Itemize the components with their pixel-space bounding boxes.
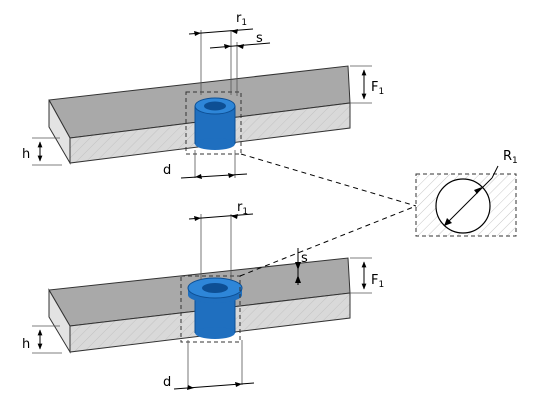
top-dim-f1 bbox=[350, 65, 372, 104]
top-bushing bbox=[194, 97, 236, 150]
top-bushing-bore bbox=[204, 101, 226, 111]
bottom-bushing bbox=[187, 277, 243, 339]
top-bushing-bottom bbox=[195, 138, 235, 150]
bottom-connector-line bbox=[239, 205, 417, 277]
bottom-label-d: d bbox=[163, 375, 171, 390]
top-connector-line bbox=[240, 153, 417, 207]
bottom-detail-frame bbox=[180, 275, 241, 343]
top-dim-s bbox=[209, 42, 271, 96]
bottom-dim-f1 bbox=[350, 257, 372, 294]
detail-label-r: R1 bbox=[503, 149, 518, 166]
bottom-dim-r1 bbox=[188, 213, 254, 280]
top-label-s: s bbox=[256, 31, 263, 46]
bottom-label-r: r1 bbox=[237, 200, 248, 217]
bottom-dim-s bbox=[295, 248, 301, 285]
top-label-f: F1 bbox=[371, 80, 384, 97]
bottom-bushing-bore bbox=[202, 283, 228, 293]
detail-view bbox=[415, 165, 517, 237]
bottom-label-f: F1 bbox=[371, 273, 384, 290]
top-label-h: h bbox=[22, 147, 30, 162]
bottom-dim-d bbox=[173, 340, 255, 390]
top-detail-frame bbox=[185, 91, 242, 155]
top-label-d: d bbox=[163, 163, 171, 178]
bottom-dim-h bbox=[32, 325, 62, 354]
detail-radius-line bbox=[443, 177, 493, 227]
top-dim-r1 bbox=[188, 28, 254, 95]
bottom-label-s: s bbox=[301, 251, 308, 266]
top-label-r: r1 bbox=[236, 11, 247, 28]
bottom-bushing-bottom bbox=[195, 327, 235, 339]
top-dim-h bbox=[32, 137, 62, 166]
bottom-label-h: h bbox=[22, 337, 30, 352]
top-dim-d bbox=[180, 150, 248, 179]
